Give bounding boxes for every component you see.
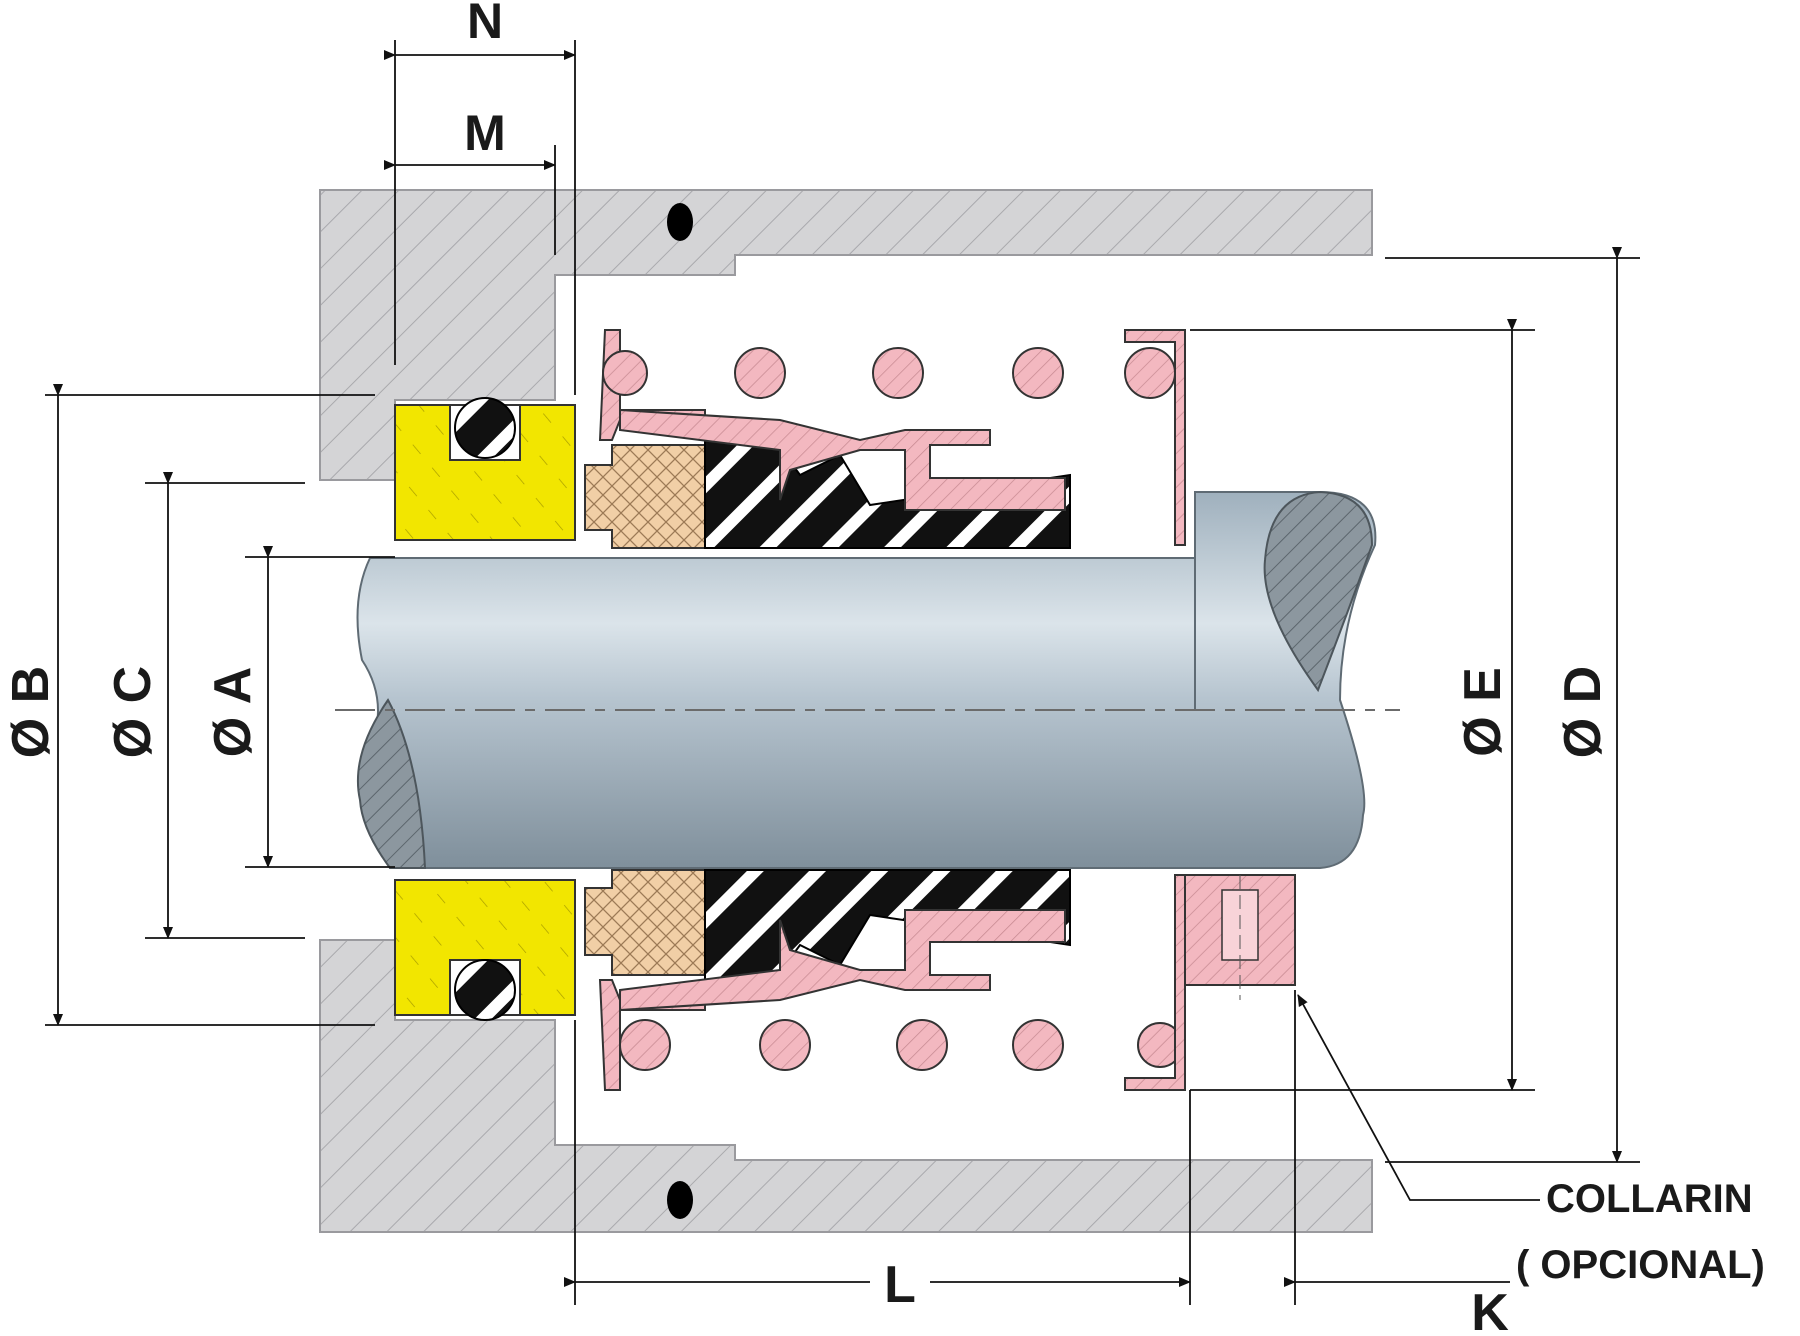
spring-holder bbox=[1124, 329, 1186, 1091]
drive-band-top bbox=[619, 408, 1066, 511]
housing-oring-bottom bbox=[667, 1181, 693, 1219]
spring-coils bbox=[602, 347, 1183, 1071]
stationary-seat bbox=[394, 397, 576, 1021]
optional-collar bbox=[1184, 874, 1296, 1000]
coil bbox=[872, 347, 924, 399]
dimension-lines bbox=[45, 40, 1640, 1305]
label-M: M bbox=[464, 105, 506, 161]
seat-bottom bbox=[394, 879, 576, 1016]
label-N: N bbox=[467, 0, 503, 49]
coil bbox=[896, 1019, 948, 1071]
note-optional: ( OPCIONAL) bbox=[1516, 1243, 1765, 1287]
shaft bbox=[335, 490, 1400, 869]
label-A: Ø A bbox=[204, 667, 262, 758]
shaft-section-right bbox=[1263, 490, 1374, 693]
label-C: Ø C bbox=[104, 666, 162, 758]
seat-oring-top bbox=[454, 397, 516, 459]
seat-oring-bottom bbox=[454, 959, 516, 1021]
coil bbox=[1012, 347, 1064, 399]
coil bbox=[734, 347, 786, 399]
drive-band-bottom bbox=[619, 909, 1066, 1012]
coil bbox=[602, 350, 648, 396]
housing-oring-top bbox=[667, 203, 693, 241]
label-E: Ø E bbox=[1454, 667, 1512, 757]
dimension-labels: N M Ø B Ø C Ø A Ø E Ø D L K COLLARIN ( O… bbox=[2, 0, 1765, 1336]
collar-leader bbox=[1297, 994, 1540, 1201]
note-collar: COLLARIN bbox=[1546, 1177, 1753, 1221]
label-L: L bbox=[884, 1256, 916, 1314]
coil bbox=[1124, 347, 1176, 399]
shaft-body bbox=[356, 491, 1377, 869]
label-D: Ø D bbox=[1554, 666, 1612, 758]
coil bbox=[1012, 1019, 1064, 1071]
label-B: Ø B bbox=[2, 666, 60, 758]
coil bbox=[619, 1019, 671, 1071]
shaft-section-left bbox=[356, 698, 427, 869]
label-K: K bbox=[1471, 1284, 1509, 1336]
housing-top bbox=[319, 189, 1373, 481]
metal-retainers bbox=[598, 329, 1066, 1091]
pump-housing bbox=[319, 189, 1373, 1233]
coil bbox=[759, 1019, 811, 1071]
